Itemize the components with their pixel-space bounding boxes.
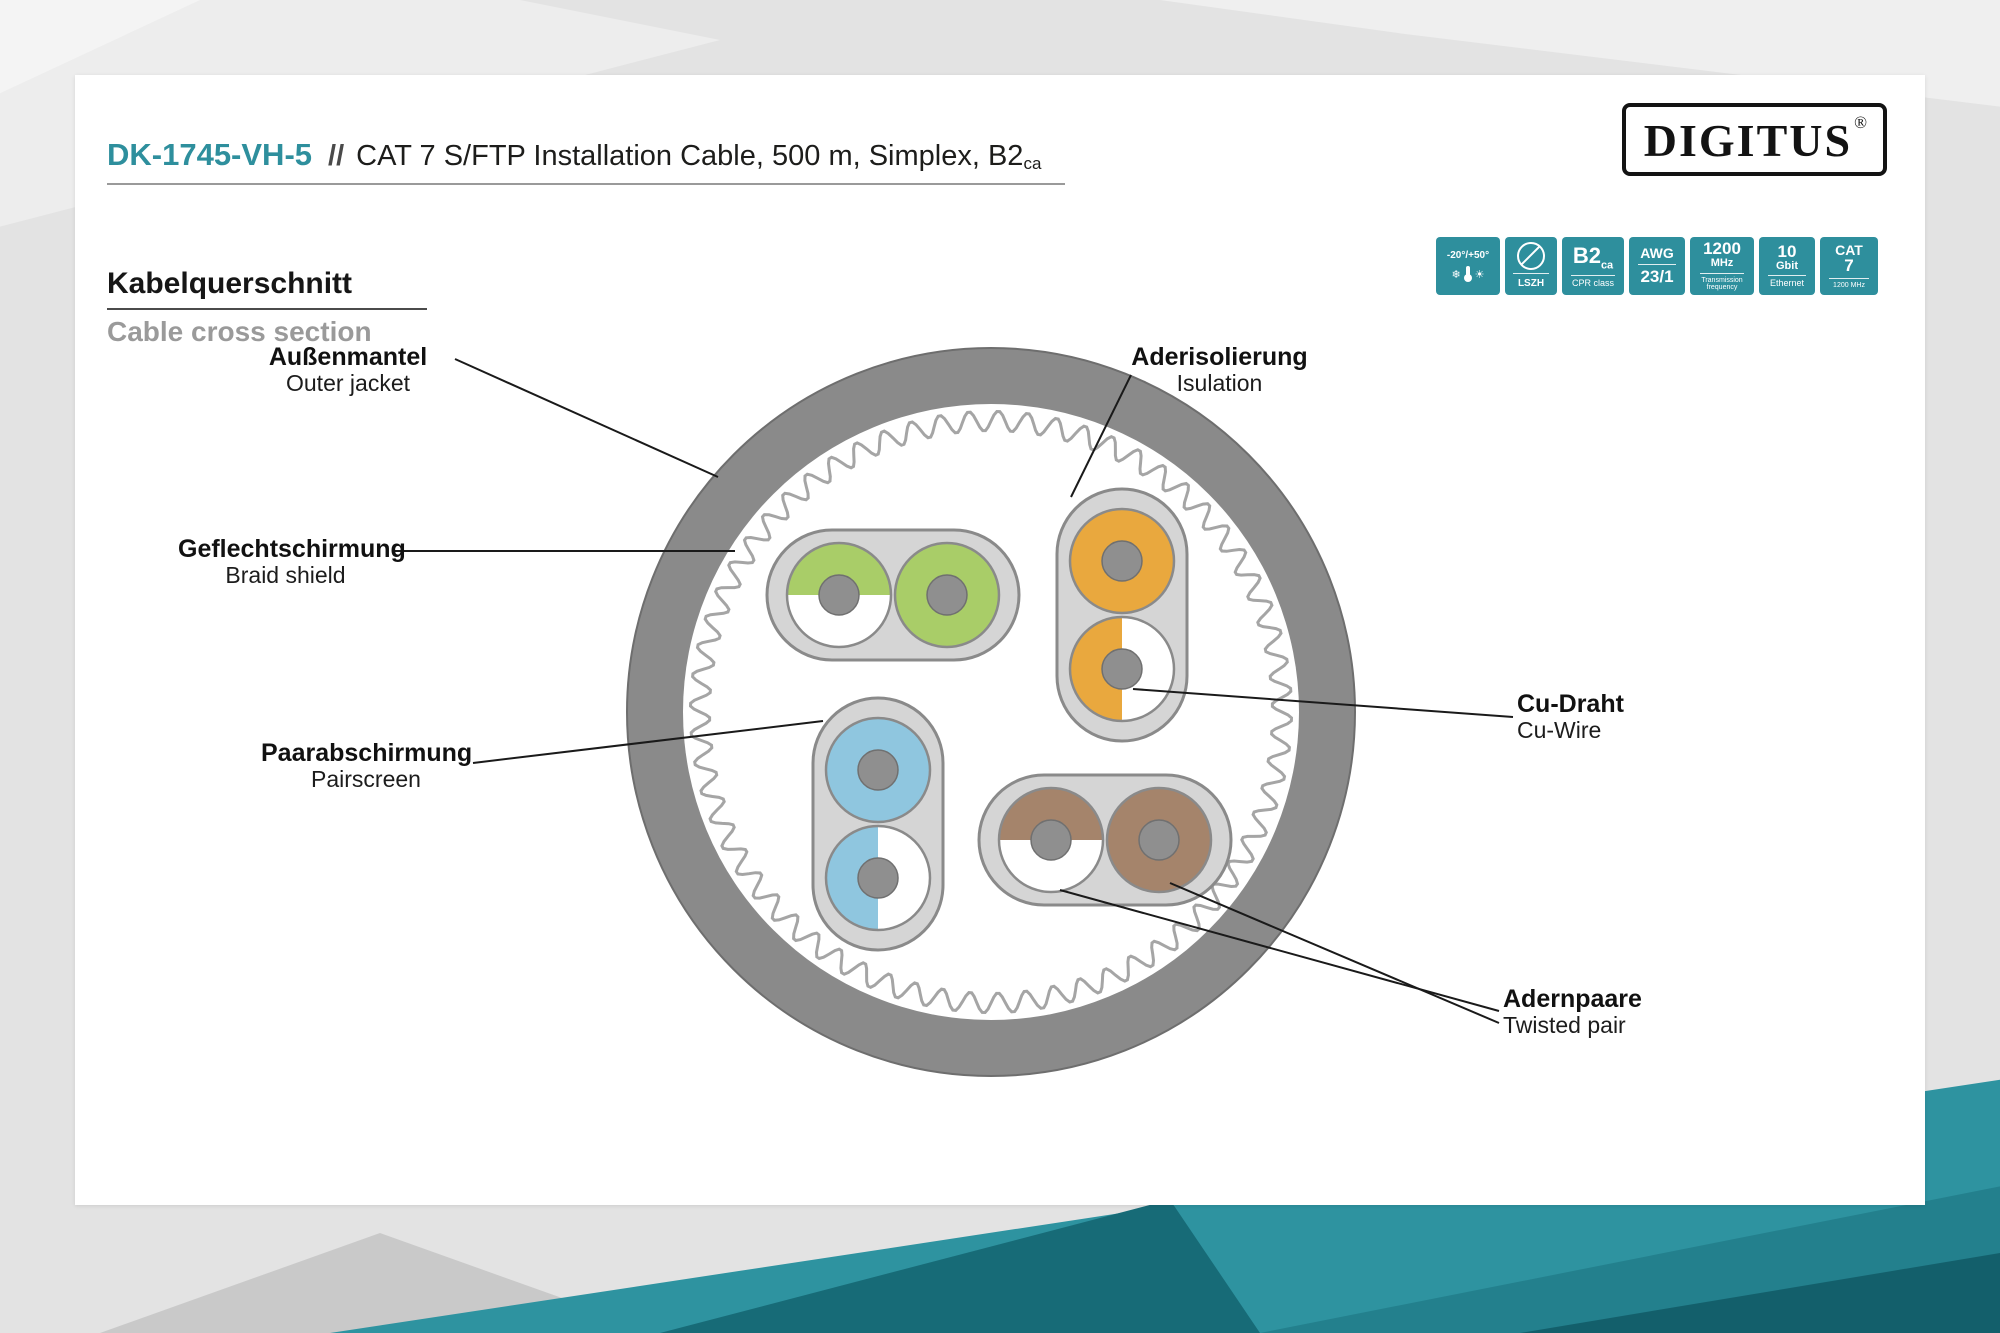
awg-title: AWG [1640, 245, 1674, 262]
cu-wire-core [1138, 819, 1180, 861]
twisted-pair-green [765, 528, 1021, 662]
badge-divider [1513, 273, 1549, 275]
wire-brown-striped [997, 786, 1105, 894]
badge-divider [1637, 263, 1677, 265]
title-divider [107, 183, 1065, 185]
cat-caption: 1200 MHz [1833, 282, 1865, 290]
wire-brown-solid [1105, 786, 1213, 894]
insulation-half [826, 826, 878, 930]
ethernet-caption: Ethernet [1769, 278, 1805, 289]
cu-wire-core [857, 749, 899, 791]
twisted-pair-brown [977, 773, 1233, 907]
wire-blue-solid [824, 716, 932, 824]
frequency-caption-1: Transmission [1701, 276, 1743, 284]
digitus-logo: DIGITUS® [1621, 103, 1887, 176]
section-heading-en: Cable cross section [107, 316, 372, 347]
cu-wire-core [1101, 540, 1143, 582]
cpr-class-value: B2ca [1572, 242, 1614, 272]
cat-title: CAT [1835, 241, 1863, 258]
feature-badges: -20°/+50° ❄ ☀ LSZH B2ca CPR class AWG 23… [1436, 237, 1878, 295]
label-outer-jacket: Außenmantel Outer jacket [268, 343, 428, 396]
badge-divider [1571, 274, 1615, 276]
twisted-pair-orange [1055, 487, 1189, 743]
badge-cpr-class: B2ca CPR class [1562, 237, 1624, 295]
wire-green-striped [785, 541, 893, 649]
product-title: DK-1745-VH-5 // CAT 7 S/FTP Installation C… [107, 137, 1041, 174]
ethernet-value: 10 [1777, 242, 1797, 262]
wire-green-solid [893, 541, 1001, 649]
product-code: DK-1745-VH-5 [107, 137, 313, 172]
label-braid-shield: Geflechtschirmung Braid shield [178, 535, 406, 588]
cu-wire-core [818, 574, 860, 616]
section-heading-underline [107, 308, 427, 310]
insulation-half [787, 543, 891, 595]
cpr-class-caption: CPR class [1571, 277, 1614, 288]
cu-wire-core [1030, 819, 1072, 861]
badge-divider [1829, 278, 1869, 280]
badge-ethernet: 10 Gbit Ethernet [1759, 237, 1815, 295]
temperature-range-text: -20°/+50° [1446, 249, 1490, 261]
cu-wire-core [857, 857, 899, 899]
thermometer-icon [1463, 266, 1472, 283]
wire-orange-solid [1068, 507, 1176, 615]
insulation-half [999, 788, 1103, 840]
label-cu-wire: Cu-Draht Cu-Wire [1517, 690, 1624, 743]
wire-blue-striped [824, 824, 932, 932]
ethernet-unit: Gbit [1776, 259, 1798, 272]
cu-wire-core [1101, 648, 1143, 690]
badge-cat7: CAT 7 1200 MHz [1820, 237, 1878, 295]
wire-orange-striped [1068, 615, 1176, 723]
product-description-subscript: ca [1023, 154, 1042, 174]
label-twisted-pair: Adernpaare Twisted pair [1503, 985, 1642, 1038]
title-separator: // [328, 140, 345, 172]
registered-trademark: ® [1854, 113, 1867, 132]
section-heading: Kabelquerschnitt Cable cross section [107, 267, 427, 348]
cu-wire-core [926, 574, 968, 616]
label-insulation: Aderisolierung Isulation [1131, 343, 1308, 396]
badge-awg: AWG 23/1 [1629, 237, 1685, 295]
label-pairscreen: Paarabschirmung Pairscreen [261, 739, 473, 792]
sun-icon: ☀ [1474, 268, 1485, 281]
jacket-inner-area [683, 404, 1299, 1020]
badge-lszh: LSZH [1505, 237, 1557, 295]
frequency-value: 1200 [1703, 239, 1741, 259]
lszh-label: LSZH [1517, 278, 1545, 290]
snowflake-icon: ❄ [1451, 268, 1461, 281]
badge-transmission-frequency: 1200 MHz Transmission frequency [1690, 237, 1754, 295]
section-heading-de: Kabelquerschnitt [107, 267, 353, 300]
badge-temperature-range: -20°/+50° ❄ ☀ [1436, 237, 1500, 295]
no-flame-icon [1517, 242, 1545, 271]
logo-text: DIGITUS [1643, 115, 1853, 166]
insulation-half [1070, 617, 1122, 721]
frequency-caption-2: frequency [1706, 284, 1738, 292]
cat-value: 7 [1844, 256, 1854, 276]
datasheet-card: DIGITUS® DK-1745-VH-5 // CAT 7 S/FTP Insta… [75, 75, 1925, 1205]
badge-divider [1767, 275, 1807, 277]
temperature-icons: ❄ ☀ [1451, 264, 1485, 283]
cable-cross-section-diagram [626, 347, 1356, 1077]
badge-divider [1699, 272, 1745, 274]
frequency-unit: MHz [1710, 257, 1734, 270]
awg-value: 23/1 [1640, 266, 1674, 286]
twisted-pair-blue [811, 696, 945, 952]
product-description: CAT 7 S/FTP Installation Cable, 500 m, S… [356, 140, 1024, 172]
